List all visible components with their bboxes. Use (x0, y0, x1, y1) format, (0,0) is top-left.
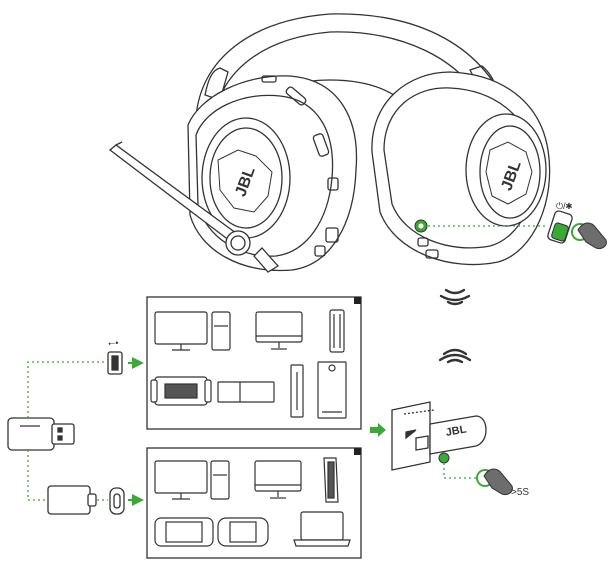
dongle-in-port: JBL (391, 401, 487, 471)
dongle-callout-line (443, 463, 480, 479)
pc-tower-icon (211, 311, 231, 351)
power-bt-switch[interactable]: ⏻/✱ (547, 201, 573, 244)
connector-usb-c (27, 450, 48, 501)
xbox-one-icon (217, 381, 275, 403)
ps4-vertical-icon (290, 364, 304, 418)
imac-icon (255, 311, 303, 350)
steam-deck-icon (217, 517, 269, 547)
usb-c-adapter-icon (47, 485, 97, 515)
usb-dongle-icon (7, 417, 75, 451)
switch-dock-icon (150, 376, 212, 406)
laptop-icon (293, 511, 351, 547)
hold-time-label: >5S (511, 487, 529, 498)
usb-c-port-icon (109, 487, 125, 515)
imac-icon (254, 460, 302, 499)
finger-press-icon (571, 222, 607, 249)
connector-usb-a (27, 361, 104, 418)
finger-press-icon (476, 468, 513, 495)
pc-monitor-icon (154, 460, 208, 500)
usb-a-port-icon (107, 351, 123, 375)
pair-button-icon[interactable] (414, 219, 428, 233)
xbox-series-x-icon (317, 361, 347, 419)
headset-illustration: JBL JBL (108, 13, 551, 273)
power-bt-label: ⏻/✱ (556, 201, 573, 211)
usb-symbol: ⭠• (108, 338, 118, 348)
pc-monitor-icon (154, 311, 208, 351)
dongle-pair-button[interactable] (438, 452, 450, 464)
wireless-waves-icon (439, 288, 471, 306)
wireless-waves-icon (438, 348, 472, 364)
svg-text:JBL: JBL (445, 423, 468, 438)
usb-a-device-panel (146, 296, 362, 430)
switch-icon (154, 517, 214, 547)
pc-tower-icon (210, 460, 230, 500)
green-arrow-icon (370, 423, 386, 437)
ps5-icon (323, 457, 339, 503)
usb-c-device-panel (146, 447, 362, 559)
mac-pro-icon (329, 309, 345, 353)
